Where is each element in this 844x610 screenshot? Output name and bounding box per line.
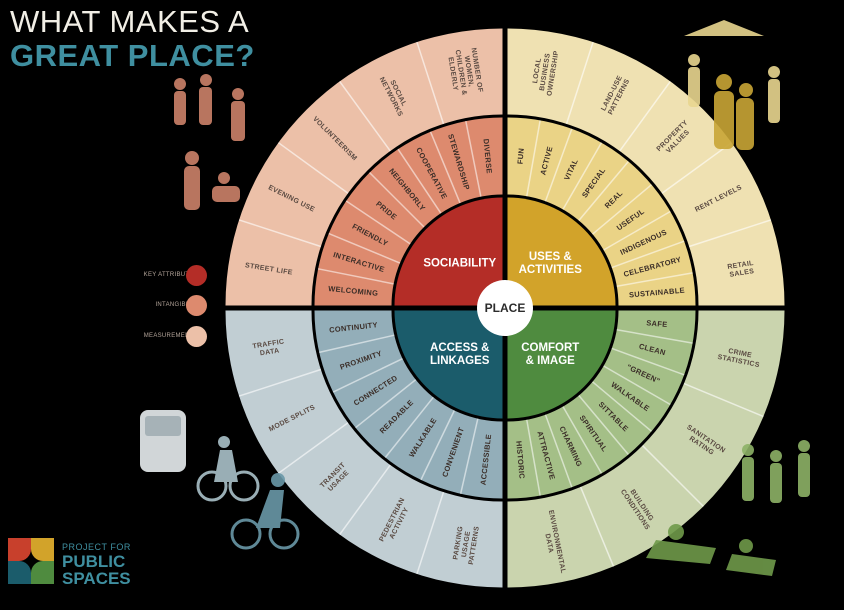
people-dancing-icon [674,20,794,160]
logo-text: PROJECT FOR PUBLIC SPACES [62,543,131,587]
place-label: PLACE [485,301,526,315]
key-attribute-label: COMFORT& IMAGE [521,342,579,367]
quadrant-sociability: WELCOMINGINTERACTIVEFRIENDLYPRIDENEIGHBO… [225,29,502,306]
legend-item-key-attributes: KEY ATTRIBUTES [118,265,218,287]
car-and-cyclists-icon [134,402,304,552]
key-attribute-label: ACCESS &LINKAGES [430,342,490,367]
legend-swatch [186,326,207,347]
place-center: PLACE [477,280,533,336]
key-attribute-label: SOCIABILITY [423,258,496,270]
logo-line-2: PUBLIC [62,553,131,570]
people-lounging-icon [636,436,836,586]
legend-item-measurements: MEASUREMENTS [118,326,218,348]
people-silhouettes-icon [166,72,256,222]
logo-square [31,538,54,561]
wheel-label: SAFE [646,318,668,329]
logo-line-1: PROJECT FOR [62,543,131,552]
logo-line-3: SPACES [62,570,131,587]
logo-square [8,561,31,584]
legend-item-intangibles: INTANGIBLES [118,295,218,317]
wheel-label: FUN [516,148,526,165]
legend-swatch [186,265,207,286]
legend-swatch [186,295,207,316]
logo-square [31,561,54,584]
